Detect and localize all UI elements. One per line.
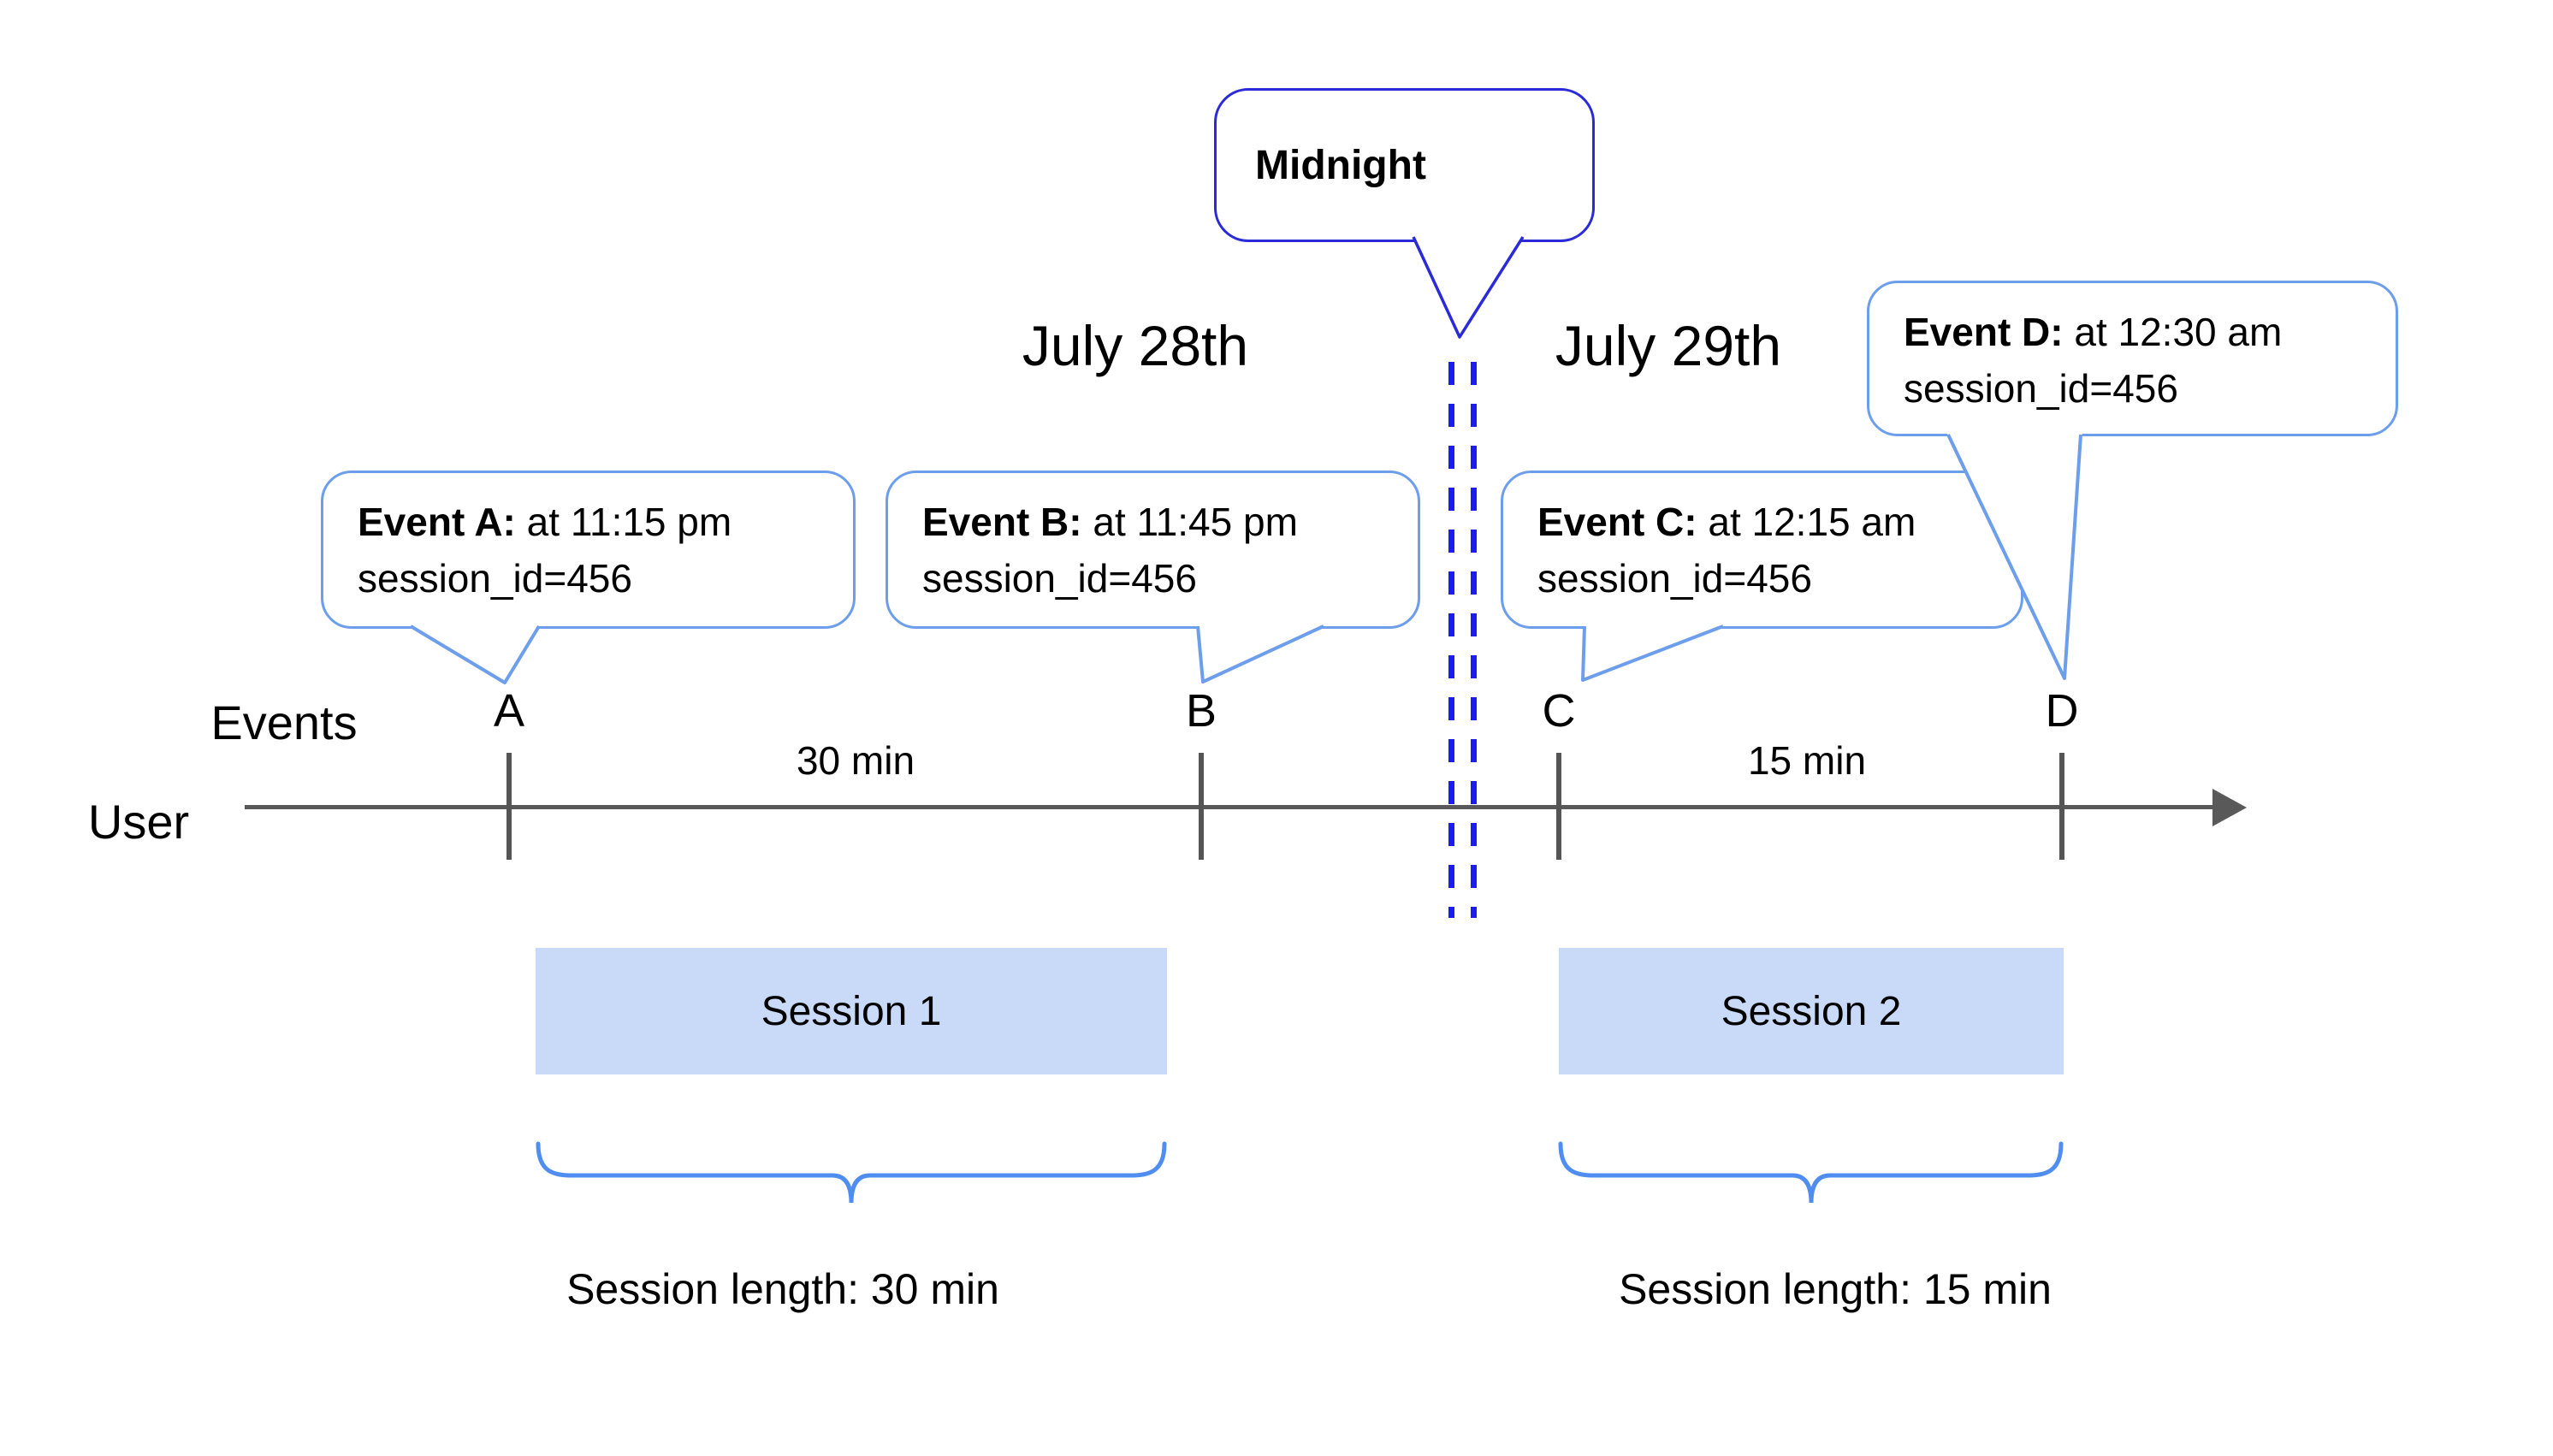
event-d-line1: Event D: at 12:30 am xyxy=(1904,310,2283,354)
interval-label-30min: 30 min xyxy=(796,738,915,783)
tick-label-b: B xyxy=(1185,685,1217,737)
user-row-label: User xyxy=(87,795,190,849)
midnight-callout: Midnight xyxy=(1214,88,1595,242)
event-a-line2: session_id=456 xyxy=(358,556,632,601)
event-c-callout-tail xyxy=(1581,624,1725,682)
session-1-length-label: Session length: 30 min xyxy=(566,1265,999,1313)
interval-label-15min: 15 min xyxy=(1747,738,1867,783)
event-b-callout-tail xyxy=(1196,624,1325,684)
event-a-callout-tail xyxy=(409,624,541,684)
tick-label-c: C xyxy=(1542,685,1576,737)
event-a-callout: Event A: at 11:15 pm session_id=456 xyxy=(321,471,856,629)
tick-event-d xyxy=(2059,753,2064,860)
event-c-callout: Event C: at 12:15 am session_id=456 xyxy=(1501,471,2023,629)
midnight-dashed-line-left xyxy=(1448,362,1454,918)
timeline-arrowhead-icon xyxy=(2212,789,2247,826)
session-1-label: Session 1 xyxy=(761,988,942,1034)
date-label-july-28: July 28th xyxy=(1022,314,1249,377)
session-1-brace xyxy=(536,1141,1167,1204)
event-d-line2: session_id=456 xyxy=(1904,366,2178,411)
session-2-label: Session 2 xyxy=(1721,988,1902,1034)
midnight-callout-label: Midnight xyxy=(1255,142,1426,188)
midnight-dashed-line-right xyxy=(1471,362,1477,918)
session-2-box: Session 2 xyxy=(1559,948,2064,1074)
tick-label-d: D xyxy=(2045,685,2079,737)
session-1-box: Session 1 xyxy=(536,948,1167,1074)
tick-event-a xyxy=(506,753,512,860)
event-c-line2: session_id=456 xyxy=(1537,556,1812,601)
session-2-length-label: Session length: 15 min xyxy=(1619,1265,2052,1313)
date-label-july-29: July 29th xyxy=(1555,314,1782,377)
event-b-line2: session_id=456 xyxy=(922,556,1197,601)
tick-label-a: A xyxy=(493,685,525,737)
events-row-label: Events xyxy=(210,695,358,749)
user-timeline-axis xyxy=(245,805,2216,809)
event-d-callout: Event D: at 12:30 am session_id=456 xyxy=(1867,281,2398,436)
event-a-line1: Event A: at 11:15 pm xyxy=(358,500,732,544)
event-c-line1: Event C: at 12:15 am xyxy=(1537,500,1916,544)
tick-event-c xyxy=(1556,753,1561,860)
event-b-line1: Event B: at 11:45 pm xyxy=(922,500,1298,544)
tick-event-b xyxy=(1199,753,1204,860)
session-2-brace xyxy=(1558,1141,2064,1204)
event-b-callout: Event B: at 11:45 pm session_id=456 xyxy=(886,471,1420,629)
